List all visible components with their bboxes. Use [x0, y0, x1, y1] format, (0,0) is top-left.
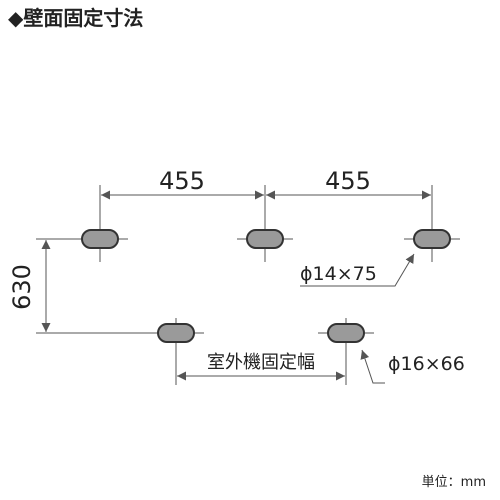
extension-lines — [36, 185, 433, 385]
dimension-label-left: 455 — [159, 167, 205, 195]
outdoor-unit-width-label: 室外機固定幅 — [207, 352, 315, 373]
callout-leaders — [300, 253, 415, 384]
hole-top-center — [237, 229, 293, 249]
hole-top-right — [404, 229, 460, 249]
hole-callout-lower: ϕ16×66 — [388, 353, 465, 375]
page-title: ◆壁面固定寸法 — [8, 6, 144, 30]
hole-bottom-right — [318, 323, 374, 343]
dimension-label-right: 455 — [325, 167, 371, 195]
hole-top-left — [72, 229, 128, 249]
dimension-label-vertical: 630 — [8, 264, 36, 310]
hole-bottom-left — [148, 323, 204, 343]
hole-callout-upper: ϕ14×75 — [300, 263, 377, 285]
unit-label: 単位：mm — [421, 475, 486, 490]
